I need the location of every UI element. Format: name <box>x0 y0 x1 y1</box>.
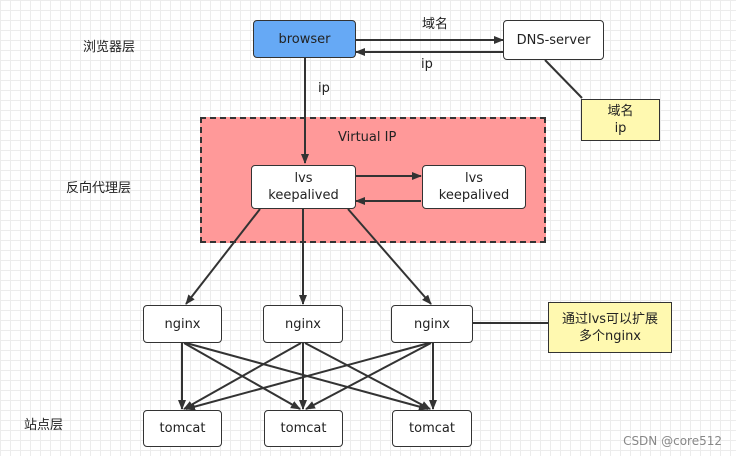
tomcat-node-3: tomcat <box>392 410 472 447</box>
nginx-node-1-label: nginx <box>164 316 201 332</box>
edge-lvs-to-nginx-3 <box>347 208 432 305</box>
edge-n3-t2 <box>305 342 432 410</box>
nginx-node-2: nginx <box>263 305 343 343</box>
edge-n2-t1 <box>183 342 302 410</box>
edge-label-ip-down: ip <box>318 81 330 96</box>
browser-node: browser <box>253 20 356 58</box>
lvs-node-backup-line2: keepalived <box>438 188 510 203</box>
watermark: CSDN @core512 <box>623 434 722 448</box>
tomcat-node-2: tomcat <box>264 410 343 447</box>
dns-server-node: DNS-server <box>503 20 604 60</box>
lvs-node-primary: lvs keepalived <box>251 165 356 209</box>
layer-label-site: 站点层 <box>24 418 64 433</box>
nginx-node-2-label: nginx <box>284 316 322 332</box>
dns-note-line1: 域名 <box>607 104 634 119</box>
layer-label-browser: 浏览器层 <box>83 40 136 55</box>
edge-label-domain: 域名 <box>422 17 449 32</box>
edge-lvs-to-nginx-1 <box>185 208 261 305</box>
dns-note-line2: ip <box>614 121 627 136</box>
edge-dns-note <box>544 59 583 99</box>
layer-label-reverse-proxy: 反向代理层 <box>66 181 132 196</box>
nginx-scale-note-line1: 通过lvs可以扩展 <box>561 311 659 327</box>
lvs-node-backup: lvs keepalived <box>422 165 526 209</box>
edge-label-ip-return: ip <box>421 57 433 72</box>
nginx-node-3-label: nginx <box>413 316 451 332</box>
nginx-scale-note: 通过lvs可以扩展 多个nginx <box>548 302 672 353</box>
tomcat-node-1: tomcat <box>143 410 222 447</box>
dns-server-node-label: DNS-server <box>516 32 591 48</box>
dns-note: 域名 ip <box>581 99 660 141</box>
virtual-ip-label: Virtual IP <box>338 130 397 145</box>
nginx-scale-note-line2: 多个nginx <box>578 328 642 344</box>
tomcat-node-3-label: tomcat <box>409 421 455 436</box>
nginx-node-3: nginx <box>391 305 473 343</box>
tomcat-node-2-label: tomcat <box>280 421 327 436</box>
lvs-node-primary-line1: lvs <box>294 171 313 186</box>
edge-n3-t1 <box>185 342 430 411</box>
tomcat-node-1-label: tomcat <box>159 421 206 436</box>
browser-node-label: browser <box>278 31 331 47</box>
lvs-node-backup-line1: lvs <box>464 171 484 186</box>
nginx-node-1: nginx <box>143 305 222 343</box>
lvs-node-primary-line2: keepalived <box>268 188 339 203</box>
